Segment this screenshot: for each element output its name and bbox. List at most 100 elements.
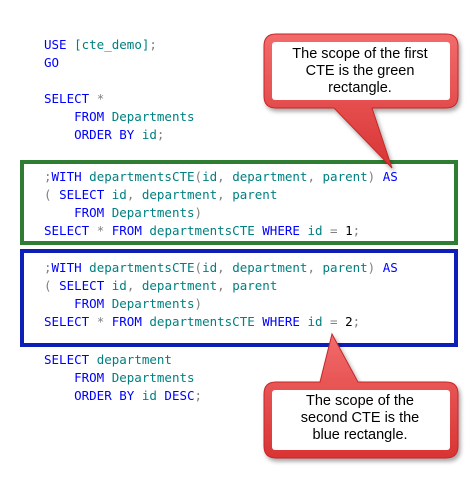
code-token: ( bbox=[194, 260, 203, 275]
callout-first-cte bbox=[263, 33, 459, 169]
code-line: SELECT department bbox=[44, 351, 202, 369]
code-token: WHERE bbox=[262, 314, 308, 329]
code-token: ) bbox=[194, 205, 203, 220]
code-token: FROM bbox=[44, 370, 112, 385]
code-token: Departments bbox=[111, 370, 195, 385]
code-line: GO bbox=[44, 54, 195, 72]
code-token: SELECT bbox=[59, 187, 112, 202]
code-token: WHERE bbox=[262, 223, 308, 238]
code-token: , bbox=[217, 187, 233, 202]
code-token: SELECT bbox=[44, 91, 97, 106]
code-line: ORDER BY id DESC; bbox=[44, 387, 202, 405]
code-token: AS bbox=[382, 169, 398, 184]
code-token: ; bbox=[44, 260, 52, 275]
code-token: ; bbox=[194, 388, 203, 403]
code-token: FROM bbox=[111, 314, 150, 329]
code-token: department bbox=[141, 187, 218, 202]
code-token: 1 bbox=[345, 223, 353, 238]
code-token: WITH bbox=[51, 260, 90, 275]
code-token: 2 bbox=[345, 314, 353, 329]
code-token: id bbox=[141, 127, 157, 142]
callout-line: CTE is the green bbox=[305, 63, 415, 79]
code-token: DESC bbox=[164, 388, 195, 403]
code-token: , bbox=[307, 260, 323, 275]
code-token: = bbox=[330, 314, 346, 329]
code-token: parent bbox=[322, 169, 368, 184]
code-token: ) bbox=[367, 169, 383, 184]
code-token: , bbox=[217, 278, 233, 293]
code-token: , bbox=[126, 187, 142, 202]
first-cte-scope-rectangle bbox=[20, 160, 458, 245]
code-token: ; bbox=[156, 127, 165, 142]
code-token: ( bbox=[44, 187, 60, 202]
callout-second-cte-text: The scope of the second CTE is the blue … bbox=[274, 393, 446, 444]
code-line: ORDER BY id; bbox=[44, 126, 195, 144]
code-token: GO bbox=[44, 55, 60, 70]
callout-second-cte bbox=[263, 332, 459, 459]
code-token: departmentsCTE bbox=[89, 260, 195, 275]
callout-line: The scope of the bbox=[305, 393, 414, 409]
code-token: AS bbox=[382, 260, 398, 275]
code-token: FROM bbox=[44, 296, 112, 311]
code-token: ( bbox=[194, 169, 203, 184]
code-line: SELECT * FROM departmentsCTE WHERE id = … bbox=[44, 313, 398, 331]
code-token: ) bbox=[194, 296, 203, 311]
code-token: = bbox=[330, 223, 346, 238]
code-token: department bbox=[232, 260, 308, 275]
code-block-first-cte: ;WITH departmentsCTE(id, department, par… bbox=[44, 168, 398, 240]
callout-first-cte-text: The scope of the first CTE is the green … bbox=[274, 46, 446, 97]
code-token: ORDER BY bbox=[44, 388, 142, 403]
code-token: SELECT bbox=[44, 352, 97, 367]
code-line: FROM Departments) bbox=[44, 204, 398, 222]
code-token: * bbox=[96, 91, 105, 106]
code-token: parent bbox=[232, 187, 278, 202]
code-line: FROM Departments) bbox=[44, 295, 398, 313]
code-token: , bbox=[307, 169, 323, 184]
code-line: SELECT * FROM departmentsCTE WHERE id = … bbox=[44, 222, 398, 240]
code-line: USE [cte_demo]; bbox=[44, 36, 195, 54]
second-cte-scope-rectangle bbox=[20, 249, 458, 347]
code-token: ORDER BY bbox=[44, 127, 142, 142]
code-line: ( SELECT id, department, parent bbox=[44, 186, 398, 204]
code-block-use-and-select: USE [cte_demo];GO SELECT * FROM Departme… bbox=[44, 36, 195, 144]
callout-line: The scope of the first bbox=[292, 46, 428, 62]
code-token: parent bbox=[322, 260, 368, 275]
code-token: * bbox=[96, 223, 112, 238]
code-token: USE bbox=[44, 37, 75, 52]
code-token: id bbox=[307, 314, 331, 329]
code-line: SELECT * bbox=[44, 90, 195, 108]
callout-line: blue rectangle. bbox=[312, 427, 408, 443]
code-token: Departments bbox=[111, 296, 195, 311]
code-token: FROM bbox=[111, 223, 150, 238]
code-block-final-select: SELECT department FROM Departments ORDER… bbox=[44, 351, 202, 405]
code-token: ; bbox=[149, 37, 157, 52]
code-token: ; bbox=[352, 223, 361, 238]
callout-line: rectangle. bbox=[328, 80, 392, 96]
code-line: ;WITH departmentsCTE(id, department, par… bbox=[44, 168, 398, 186]
code-token: WITH bbox=[51, 169, 90, 184]
code-token: department bbox=[232, 169, 308, 184]
code-token: SELECT bbox=[59, 278, 112, 293]
code-token: id bbox=[202, 260, 218, 275]
code-token: SELECT bbox=[44, 223, 97, 238]
code-token: id bbox=[141, 388, 165, 403]
code-line: FROM Departments bbox=[44, 108, 194, 126]
code-token: ; bbox=[44, 169, 52, 184]
code-token: id bbox=[111, 278, 127, 293]
code-token: id bbox=[111, 187, 127, 202]
code-line: ( SELECT id, department, parent bbox=[44, 277, 398, 295]
code-token: Departments bbox=[111, 205, 195, 220]
code-token: FROM bbox=[44, 109, 112, 124]
code-token: department bbox=[96, 352, 172, 367]
code-token: parent bbox=[232, 278, 278, 293]
code-token: , bbox=[126, 278, 142, 293]
code-token: ; bbox=[352, 314, 361, 329]
code-token: id bbox=[307, 223, 331, 238]
code-line: ;WITH departmentsCTE(id, department, par… bbox=[44, 259, 398, 277]
code-line: FROM Departments bbox=[44, 369, 202, 387]
code-token: SELECT bbox=[44, 314, 97, 329]
code-token: departmentsCTE bbox=[149, 223, 263, 238]
code-block-second-cte: ;WITH departmentsCTE(id, department, par… bbox=[44, 259, 398, 331]
code-token: id bbox=[202, 169, 218, 184]
